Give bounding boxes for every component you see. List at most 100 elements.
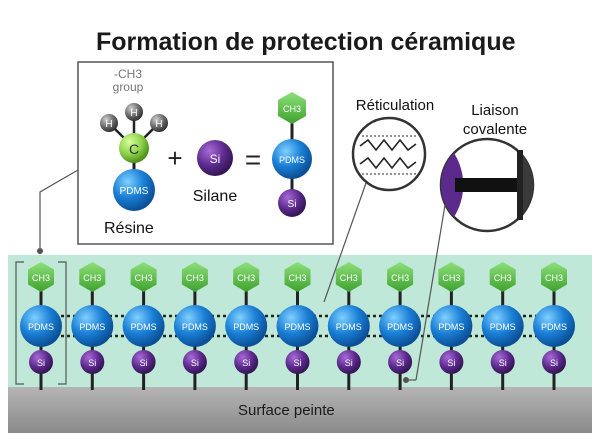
si-label: Si <box>345 358 353 368</box>
pdms-sphere <box>173 305 216 347</box>
pdms-sphere <box>379 305 422 347</box>
silane-sphere <box>234 350 259 374</box>
pdms-sphere <box>20 305 62 347</box>
silane-label: Silane <box>193 188 238 205</box>
pdms-sphere <box>225 305 268 347</box>
pdms-sphere <box>71 305 114 347</box>
svg-text:PDMS: PDMS <box>279 155 305 165</box>
pdms-sphere <box>481 305 524 347</box>
pdms-label: PDMS <box>336 322 362 332</box>
methyl-label: CH3 <box>391 273 409 283</box>
first-molecule-bracket <box>15 261 67 385</box>
pdms-label: PDMS <box>131 322 157 332</box>
si-label: Si <box>447 358 455 368</box>
hydrogen-left <box>100 114 118 132</box>
reticulation-lines <box>359 138 417 170</box>
silane-sphere <box>29 350 53 374</box>
pdms-label: PDMS <box>233 322 259 332</box>
inset-connector-dot <box>37 248 43 254</box>
reticulation-pointer <box>323 182 367 303</box>
pdms-sphere <box>122 305 165 347</box>
reticulation-label: Réticulation <box>356 97 434 114</box>
silane-sphere <box>439 350 464 374</box>
si-label: Si <box>191 358 199 368</box>
si-label: Si <box>396 358 404 368</box>
pdms-label: PDMS <box>284 322 310 332</box>
si-label: Si <box>550 358 558 368</box>
methyl-hexagon <box>181 262 208 292</box>
liaison-label: Liaison <box>471 102 519 119</box>
silane-sphere <box>542 350 566 374</box>
covalent-pointer <box>415 204 446 381</box>
methyl-label: CH3 <box>288 273 306 283</box>
pdms-sphere <box>327 305 370 347</box>
resine-label: Résine <box>104 220 154 237</box>
covalent-bond-bar <box>455 178 517 192</box>
methyl-hexagon <box>335 262 362 292</box>
svg-text:C: C <box>129 141 139 157</box>
pdms-sphere <box>430 305 473 347</box>
result-molecule: CH3 PDMS Si <box>272 92 312 217</box>
svg-text:H: H <box>130 108 137 119</box>
silane-sphere <box>80 350 105 374</box>
methyl-hexagon <box>387 262 414 292</box>
methyl-label: CH3 <box>135 273 153 283</box>
pdms-label: PDMS <box>541 322 567 332</box>
silane-sphere <box>182 350 207 374</box>
painted-surface <box>8 387 592 433</box>
surface-label: Surface peinte <box>238 402 335 419</box>
methyl-label: CH3 <box>545 273 563 283</box>
methyl-hexagon <box>438 262 465 292</box>
svg-text:PDMS: PDMS <box>120 186 149 197</box>
pdms-label: PDMS <box>490 322 516 332</box>
si-label: Si <box>88 358 96 368</box>
methyl-label: CH3 <box>32 273 50 283</box>
silane-sphere <box>285 350 310 374</box>
carbon-atom <box>119 133 149 163</box>
pdms-label: PDMS <box>438 322 464 332</box>
svg-text:H: H <box>155 119 162 130</box>
silane-sphere <box>490 350 515 374</box>
methyl-hexagon <box>284 262 311 292</box>
methyl-group-label: group <box>113 80 144 94</box>
reticulation-dots <box>362 135 416 175</box>
methyl-label: -CH3 <box>114 67 142 81</box>
covalent-left-atom <box>441 153 464 217</box>
si-label: Si <box>140 358 148 368</box>
pdms-label: PDMS <box>387 322 413 332</box>
methyl-label: CH3 <box>442 273 460 283</box>
methyl-hexagon <box>28 262 54 292</box>
pdms-label: PDMS <box>28 322 54 332</box>
svg-text:CH3: CH3 <box>283 104 301 114</box>
equals-sign: = <box>245 144 261 175</box>
resin-molecule: H H H C PDMS <box>100 103 168 211</box>
page-title: Formation de protection céramique <box>96 28 516 56</box>
pdms-label: PDMS <box>79 322 105 332</box>
silane-sphere <box>336 350 361 374</box>
methyl-label: CH3 <box>494 273 512 283</box>
plus-sign: + <box>167 143 182 173</box>
pdms-sphere <box>533 305 575 347</box>
methyl-hexagon <box>79 262 106 292</box>
methyl-hexagon <box>233 262 260 292</box>
hydrogen-top <box>125 103 143 121</box>
svg-text:H: H <box>105 119 112 130</box>
methyl-label: CH3 <box>237 273 255 283</box>
pdms-label: PDMS <box>182 322 208 332</box>
molecule-row: CH3PDMSSiCH3PDMSSiCH3PDMSSiCH3PDMSSiCH3P… <box>20 262 575 390</box>
reticulation-magnifier <box>351 116 427 192</box>
methyl-label: CH3 <box>83 273 101 283</box>
covalente-label: covalente <box>463 121 527 138</box>
methyl-label: CH3 <box>186 273 204 283</box>
methyl-hexagon <box>489 262 516 292</box>
